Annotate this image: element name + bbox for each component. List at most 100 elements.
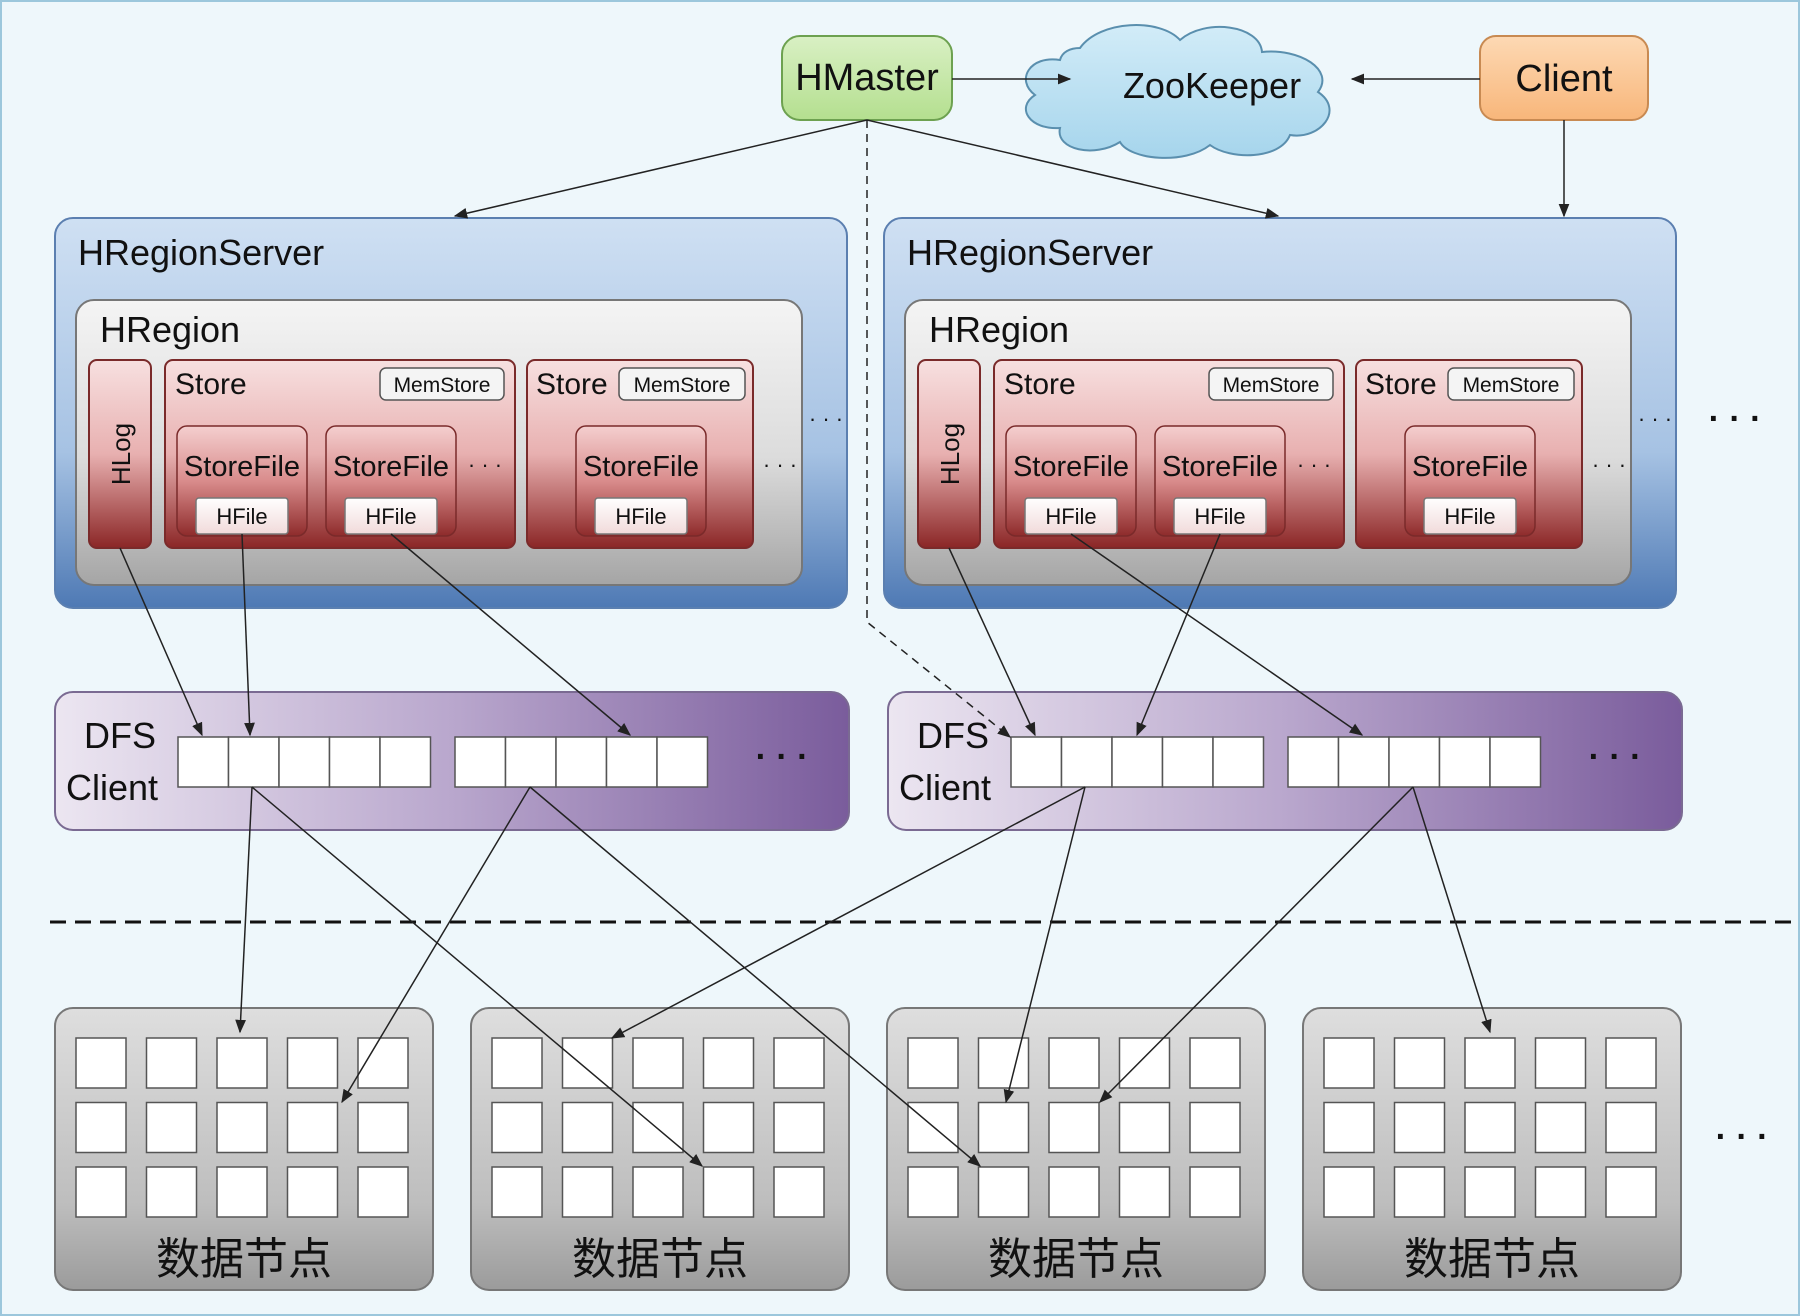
hmaster-to-regionserver-left-arrow [453,119,868,219]
dfs-client-label-line2: Client [66,767,158,808]
datanode-block-cell [1189,1166,1241,1218]
datanode-block-cell [907,1101,959,1154]
dfs-block-cell [1060,736,1113,788]
datanode-block-cell [773,1101,825,1154]
datanode-block-cell [977,1166,1030,1218]
datanode-label: 数据节点 [156,1234,332,1285]
store-box: Store MemStore StoreFile HFile StoreFile… [164,359,516,549]
dfs-block-cell [1489,736,1542,788]
datanode-block-cell [1534,1166,1587,1218]
datanode-block-cell [1323,1166,1375,1218]
datanode-block-cell [357,1037,409,1089]
datanode-block-cell [1048,1101,1100,1154]
hlog-to-dfs-arrow [948,547,1036,737]
storefile-box: StoreFile HFile [575,425,707,537]
hlog-box: HLog [917,359,981,549]
datanode-block-cell [702,1101,755,1154]
dfs-block-cell [1438,736,1491,788]
client-label: Client [1515,58,1613,100]
hmaster-to-regionserver-right-arrow [866,119,1280,219]
datanode: 数据节点 [54,1007,434,1291]
datanode-label: 数据节点 [988,1234,1164,1285]
datanode-block-cell [286,1037,339,1089]
datanode-block-cell [491,1101,543,1154]
hfile-label: HFile [216,504,267,529]
store-box: Store MemStore StoreFile HFile · · · [1355,359,1626,549]
storefile-box: StoreFile HFile [1154,425,1286,537]
hfile-to-dfs-arrow [1070,533,1364,736]
memstore-box [1447,367,1575,401]
datanode-block-cell [702,1037,755,1089]
datanode-block-cell [1605,1101,1657,1154]
dfs-block-cell [1010,736,1063,788]
hlog-label: HLog [935,423,965,485]
datanode-block-cell [75,1166,127,1218]
dfs-block-group [1010,736,1265,788]
memstore-label: MemStore [394,374,491,397]
hfile-to-dfs-arrow [1136,533,1221,737]
datanode-block-cell [1605,1037,1657,1089]
storefile-label: StoreFile [184,451,300,483]
storefile-ellipsis: · · · [1297,452,1331,477]
datanode-block-cell [1464,1037,1516,1089]
datanode-block-cell [286,1166,339,1218]
storefile-label: StoreFile [583,451,699,483]
dfs-block-cell [227,736,280,788]
store-box: Store MemStore StoreFile HFile · · · [526,359,797,549]
dfs-block-cell [278,736,331,788]
hfile-label: HFile [1444,504,1495,529]
datanode: 数据节点 [1302,1007,1682,1291]
datanode-block-cell [145,1037,198,1089]
datanode-block-grid [491,1037,825,1218]
storefile-box: StoreFile HFile [176,425,308,537]
datanode-block-grid [907,1037,1241,1218]
memstore-box [618,367,746,401]
storefile-label: StoreFile [1162,451,1278,483]
hlog-box: HLog [88,359,152,549]
datanode: 数据节点 [470,1007,850,1291]
datanode-block-cell [1393,1037,1446,1089]
memstore-box [379,367,505,401]
dfs-to-datanode-arrow [1003,786,1086,1104]
hfile-to-dfs-arrow [241,533,255,737]
store-label: Store [1004,368,1076,401]
datanode-block-cell [216,1166,268,1218]
hfile-box [594,497,688,535]
datanode: 数据节点 [886,1007,1266,1291]
storefile-box: StoreFile HFile [1005,425,1137,537]
dfs-client-label-line2: Client [899,767,991,808]
dfs-block-cell [555,736,608,788]
datanode-block-cell [561,1101,614,1154]
dfs-block-cell [177,736,230,788]
hfile-label: HFile [1045,504,1096,529]
dfs-to-datanode-arrow [1099,786,1414,1103]
datanode-block-cell [1118,1166,1171,1218]
memstore-label: MemStore [1223,374,1320,397]
dfs-block-cell [1212,736,1265,788]
storefile-label: StoreFile [1013,451,1129,483]
dfs-block-cell [379,736,432,788]
datanode-block-cell [907,1166,959,1218]
dfs-block-cell [1161,736,1214,788]
datanode-block-cell [1118,1037,1171,1089]
connectors [119,73,1570,1167]
datanode-block-cell [216,1037,268,1089]
store-box: Store MemStore StoreFile HFile StoreFile… [993,359,1345,549]
datanode-block-cell [145,1101,198,1154]
memstore-label: MemStore [634,374,731,397]
dfs-ellipsis: · · · [1589,738,1642,776]
dfs-block-cell [1287,736,1340,788]
datanode-block-cell [1189,1101,1241,1154]
datanode-block-cell [1393,1166,1446,1218]
datanode-block-grid [1323,1037,1657,1218]
datanode-block-cell [702,1166,755,1218]
datanode-block-cell [1048,1037,1100,1089]
hfile-label: HFile [1194,504,1245,529]
dfs-block-cell [454,736,507,788]
datanode-block-cell [561,1037,614,1089]
hregionserver-label: HRegionServer [907,232,1153,273]
datanode-block-cell [1534,1101,1587,1154]
dfs-client-label-line1: DFS [84,715,156,756]
hregion-ellipsis: · · · [1638,406,1672,431]
